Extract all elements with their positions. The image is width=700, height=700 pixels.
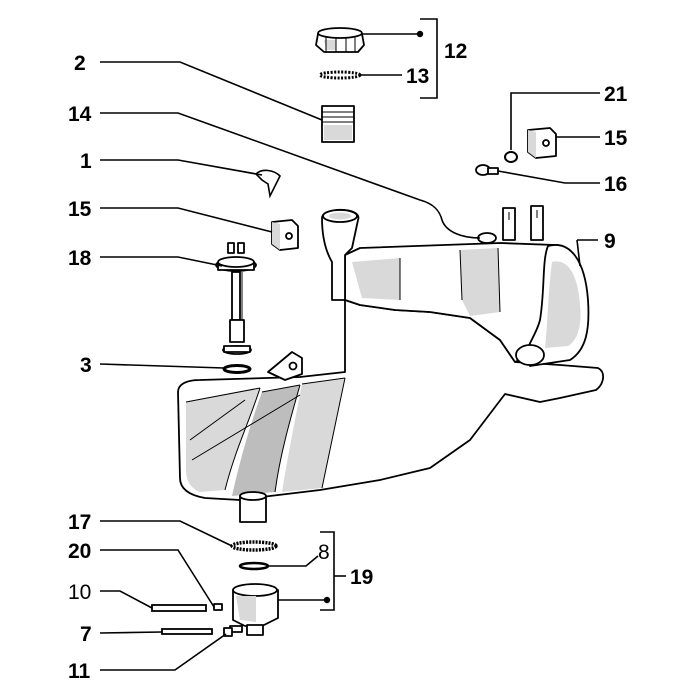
clip-nut-15-right bbox=[527, 127, 557, 159]
callout-1: 1 bbox=[80, 150, 92, 173]
seal-ring-13 bbox=[318, 70, 362, 80]
ring-17 bbox=[230, 540, 278, 552]
hose-7 bbox=[161, 628, 213, 635]
callout-13: 13 bbox=[406, 65, 429, 88]
callout-10: 10 bbox=[68, 581, 91, 604]
hose-10 bbox=[151, 604, 207, 612]
callout-labels: 2 14 1 15 18 3 12 13 21 15 16 9 17 20 8 … bbox=[68, 40, 628, 683]
seal-8 bbox=[238, 561, 270, 571]
callout-21: 21 bbox=[604, 83, 628, 106]
callout-20: 20 bbox=[68, 540, 91, 563]
callout-9: 9 bbox=[604, 230, 616, 253]
screw-16 bbox=[475, 164, 499, 176]
screw-20 bbox=[213, 603, 223, 611]
callout-8: 8 bbox=[318, 541, 330, 564]
callout-18: 18 bbox=[68, 247, 92, 270]
callout-3: 3 bbox=[80, 354, 92, 377]
clip-1 bbox=[254, 169, 281, 199]
strainer-2 bbox=[321, 105, 355, 143]
gasket-3 bbox=[222, 364, 252, 374]
callout-19: 19 bbox=[350, 566, 373, 589]
leader-lines bbox=[99, 18, 600, 671]
fuel-cap-12 bbox=[315, 27, 365, 53]
callout-11: 11 bbox=[68, 660, 91, 683]
callout-17: 17 bbox=[68, 511, 91, 534]
callout-12: 12 bbox=[444, 40, 467, 63]
fuel-tank bbox=[177, 205, 604, 523]
fuel-valve-19 bbox=[229, 583, 279, 636]
callout-15-right: 15 bbox=[604, 127, 628, 150]
callout-7: 7 bbox=[80, 623, 92, 646]
callout-16: 16 bbox=[604, 173, 627, 196]
washer-21 bbox=[504, 151, 518, 163]
callout-2: 2 bbox=[74, 52, 86, 75]
callout-14: 14 bbox=[68, 103, 92, 126]
callout-15-left: 15 bbox=[68, 198, 92, 221]
fuel-sender-18 bbox=[215, 242, 257, 355]
clip-nut-15-left bbox=[271, 219, 299, 251]
